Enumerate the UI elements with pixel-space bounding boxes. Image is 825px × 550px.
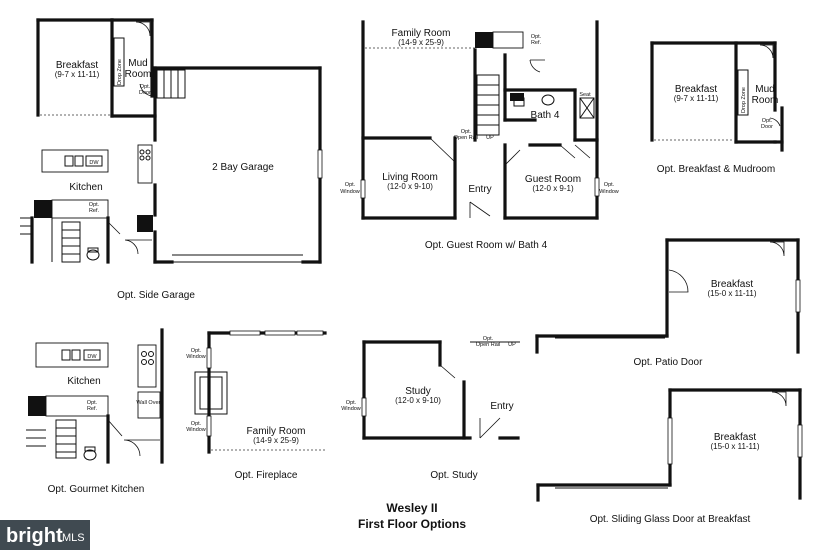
watermark-suffix: MLS xyxy=(62,532,85,544)
living-dim: (12-0 x 9-10) xyxy=(387,182,433,191)
guest-name: Guest Room xyxy=(525,174,581,185)
living-name: Living Room xyxy=(382,172,438,183)
caption-sliding-door: Opt. Sliding Glass Door at Breakfast xyxy=(590,514,751,525)
side-garage-plan xyxy=(20,18,323,264)
opt-ref-a-1: Opt. xyxy=(89,202,100,208)
kitchen-b-name: Kitchen xyxy=(67,376,100,387)
entry-top-name: Entry xyxy=(468,184,491,195)
breakfast-slide-dim: (15-0 x 11-11) xyxy=(710,442,759,451)
kitchen-a-name: Kitchen xyxy=(69,182,102,193)
family-top-dim: (14-9 x 25-9) xyxy=(398,38,444,47)
breakfast-a-dim: (9-7 x 11-11) xyxy=(55,70,100,79)
opt-window-top-l2: Window xyxy=(340,189,360,195)
study-name: Study xyxy=(405,386,431,397)
wall-oven-1: Wall Oven xyxy=(136,400,161,406)
guest-room-plan xyxy=(360,20,600,220)
opt-ref-b-2: Ref. xyxy=(87,406,98,412)
opt-door-b-1: Opt. xyxy=(762,118,773,124)
caption-guest-room: Opt. Guest Room w/ Bath 4 xyxy=(425,240,548,251)
opt-ref-top-1: Opt. xyxy=(531,34,542,40)
breakfast-b-dim: (9-7 x 11-11) xyxy=(674,94,719,103)
breakfast-patio-dim: (15-0 x 11-11) xyxy=(707,289,756,298)
breakfast-patio-name: Breakfast xyxy=(711,279,753,290)
caption-study: Opt. Study xyxy=(430,470,477,481)
mud-b-line1: Mud xyxy=(755,84,774,95)
patio-door-plan xyxy=(535,238,801,354)
opt-door-a-2: Door xyxy=(139,90,151,96)
opt-window-fp-1a: Opt. xyxy=(191,348,202,354)
opt-window-top-l1: Opt. xyxy=(345,182,356,188)
guest-dim: (12-0 x 9-1) xyxy=(532,184,574,193)
opt-window-fp-2a: Opt. xyxy=(191,421,202,427)
dw-a: DW xyxy=(89,160,99,166)
family-fire-name: Family Room xyxy=(247,426,306,437)
breakfast-slide-name: Breakfast xyxy=(714,432,756,443)
bath4-name: Bath 4 xyxy=(531,110,560,121)
caption-fireplace: Opt. Fireplace xyxy=(235,470,298,481)
open-rail-st-2: Open Rail xyxy=(476,342,500,348)
garage-name: 2 Bay Garage xyxy=(212,162,274,173)
bright-mls-watermark: bright MLS xyxy=(0,520,90,550)
fireplace-plan xyxy=(194,330,327,454)
dw-b: DW xyxy=(87,354,97,360)
up-study: UP xyxy=(508,342,516,348)
opt-ref-a-2: Ref. xyxy=(89,208,100,214)
opt-window-fp-1b: Window xyxy=(186,354,206,360)
opt-door-b-2: Door xyxy=(761,124,773,130)
mud-a-line1: Mud xyxy=(128,58,147,69)
drop-zone-a: Drop Zone xyxy=(117,59,123,85)
family-fire-dim: (14-9 x 25-9) xyxy=(253,436,299,445)
mud-a-line2: Room xyxy=(125,69,152,80)
opt-window-st-1: Opt. xyxy=(346,400,357,406)
up-top: UP xyxy=(486,135,494,141)
plan-title-line2: First Floor Options xyxy=(358,517,466,531)
opt-ref-top-2: Ref. xyxy=(531,40,542,46)
opt-window-top-r1: Opt. xyxy=(604,182,615,188)
family-top-name: Family Room xyxy=(392,28,451,39)
open-rail-top-2: Open Rail xyxy=(454,135,478,141)
caption-breakfast-mudroom: Opt. Breakfast & Mudroom xyxy=(657,164,775,175)
sliding-door-plan xyxy=(536,388,803,502)
breakfast-a-name: Breakfast xyxy=(56,60,98,71)
open-rail-top-1: Opt. xyxy=(461,129,472,135)
entry-study-name: Entry xyxy=(490,401,513,412)
plan-title-line1: Wesley II xyxy=(386,501,437,515)
watermark-brand: bright xyxy=(6,525,63,547)
opt-door-a-1: Opt. xyxy=(140,84,151,90)
gourmet-kitchen-plan xyxy=(26,328,164,464)
mud-b-line2: Room xyxy=(752,95,779,106)
opt-window-top-r2: Window xyxy=(599,189,619,195)
open-rail-st-1: Opt. xyxy=(483,336,494,342)
caption-gourmet-kitchen: Opt. Gourmet Kitchen xyxy=(48,484,145,495)
breakfast-b-name: Breakfast xyxy=(675,84,717,95)
opt-window-st-2: Window xyxy=(341,406,361,412)
opt-ref-b-1: Opt. xyxy=(87,400,98,406)
seat-label: Seat xyxy=(579,92,591,98)
caption-patio-door: Opt. Patio Door xyxy=(634,357,704,368)
caption-side-garage: Opt. Side Garage xyxy=(117,290,195,301)
opt-window-fp-2b: Window xyxy=(186,427,206,433)
drop-zone-b: Drop Zone xyxy=(741,87,747,113)
study-plan xyxy=(361,340,520,440)
breakfast-mudroom-plan xyxy=(650,41,784,152)
study-dim: (12-0 x 9-10) xyxy=(395,396,441,405)
